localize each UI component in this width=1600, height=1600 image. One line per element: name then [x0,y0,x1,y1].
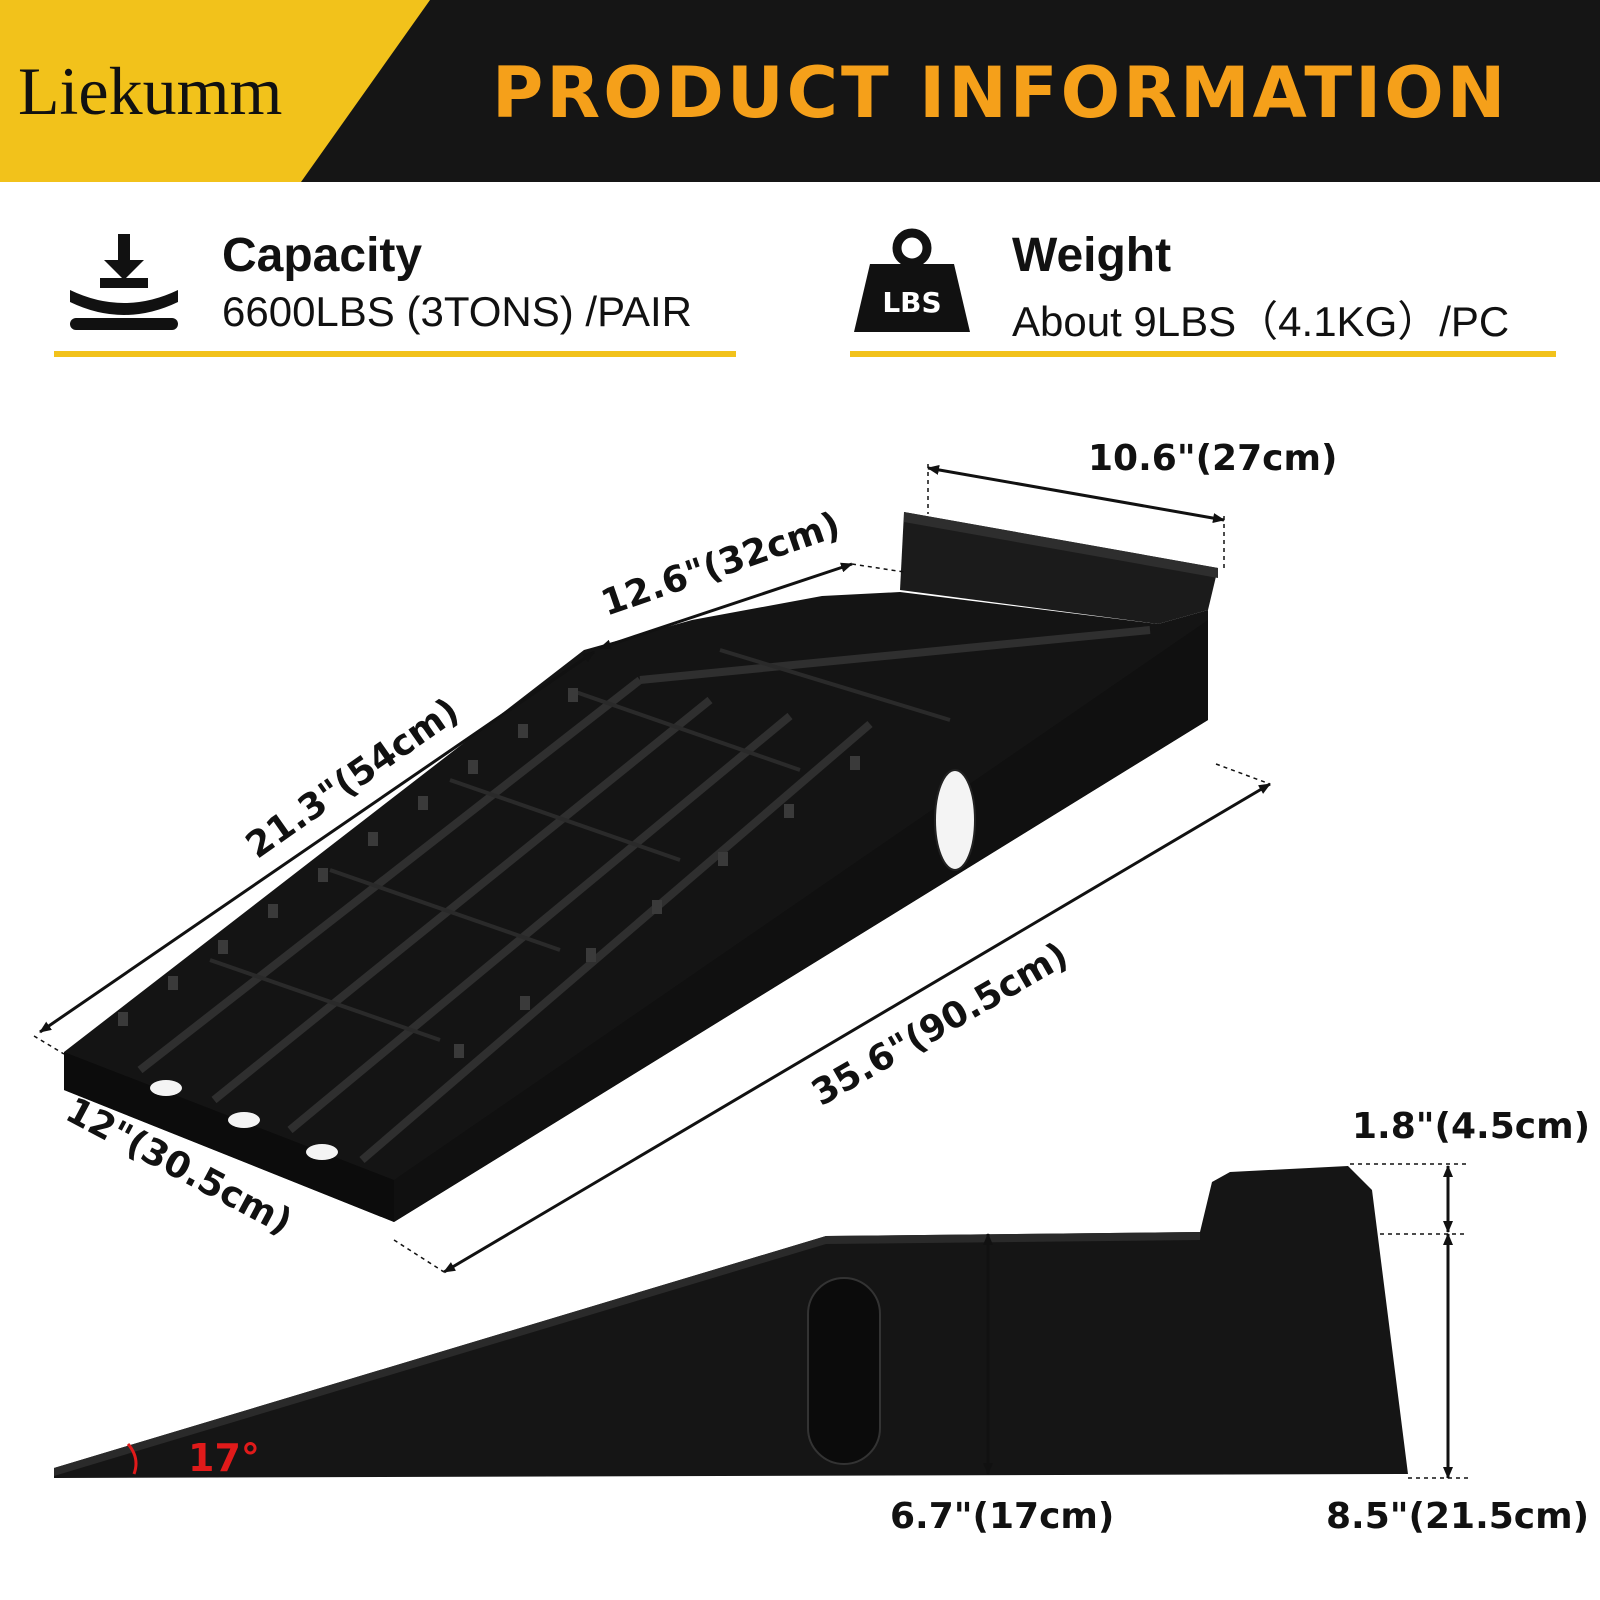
ramp-perspective-view [64,512,1218,1222]
capacity-spec: Capacity 6600LBS (3TONS) /PAIR [54,222,736,357]
dimension-lines-perspective [33,464,1271,1274]
top-width-label: 10.6"(27cm) [1088,438,1338,479]
lbs-icon-text: LBS [882,286,941,319]
dimension-lines-side [983,1163,1468,1479]
stopper-height-label: 1.8"(4.5cm) [1352,1106,1591,1147]
ramp-side-view [54,1166,1408,1478]
weight-spec: LBS Weight About 9LBS（4.1KG）/PC [850,222,1556,357]
lbs-weight-icon: LBS [852,228,972,341]
capacity-underline [54,351,736,357]
weight-label: Weight [1012,229,1172,282]
total-height-label: 8.5"(21.5cm) [1326,1496,1590,1537]
header-banner: Liekumm PRODUCT INFORMATION [0,0,1600,182]
platform-height-label: 6.7"(17cm) [890,1496,1115,1537]
weight-value: About 9LBS（4.1KG）/PC [1012,298,1510,345]
angle-label: 17° [188,1436,260,1480]
weight-underline [850,351,1556,357]
page-title: PRODUCT INFORMATION [492,52,1509,134]
capacity-label: Capacity [222,229,423,282]
down-arrow-load-icon [66,234,182,339]
capacity-value: 6600LBS (3TONS) /PAIR [222,288,692,335]
brand-logo: Liekumm [18,53,283,129]
